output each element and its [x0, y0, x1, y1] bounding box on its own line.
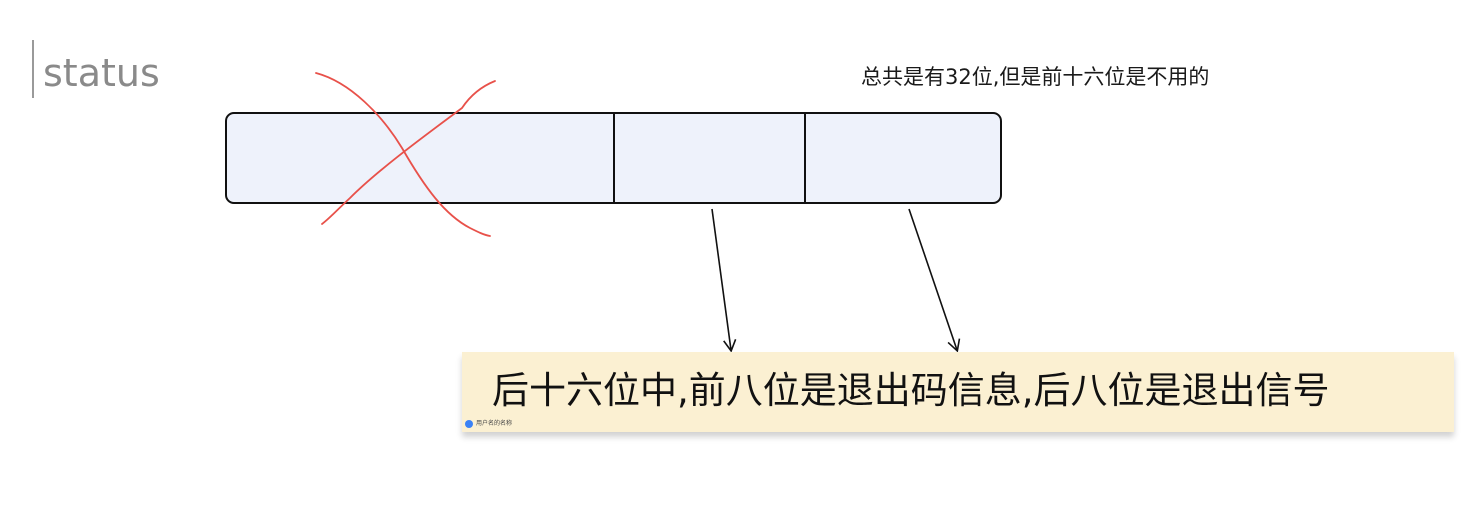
cross-stroke-1: [315, 72, 491, 237]
sticky-note[interactable]: 后十六位中,前八位是退出码信息,后八位是退出信号 用户名的名称: [462, 352, 1454, 432]
cross-out-mark[interactable]: [315, 72, 496, 237]
arrow-segment3-to-note[interactable]: [908, 208, 961, 353]
author-avatar-icon: [465, 419, 473, 428]
status-register[interactable]: [225, 112, 1002, 204]
arrow-segment2-to-note[interactable]: [711, 208, 737, 353]
cross-stroke-2: [321, 80, 496, 225]
page-title: status: [43, 51, 160, 95]
author-name: 用户名的名称: [476, 420, 513, 427]
bits-note[interactable]: 总共是有32位,但是前十六位是不用的: [861, 65, 1210, 89]
sticky-note-author: 用户名的名称: [465, 419, 512, 428]
title-divider: [32, 40, 34, 98]
sticky-note-text: 后十六位中,前八位是退出码信息,后八位是退出信号: [492, 369, 1330, 412]
